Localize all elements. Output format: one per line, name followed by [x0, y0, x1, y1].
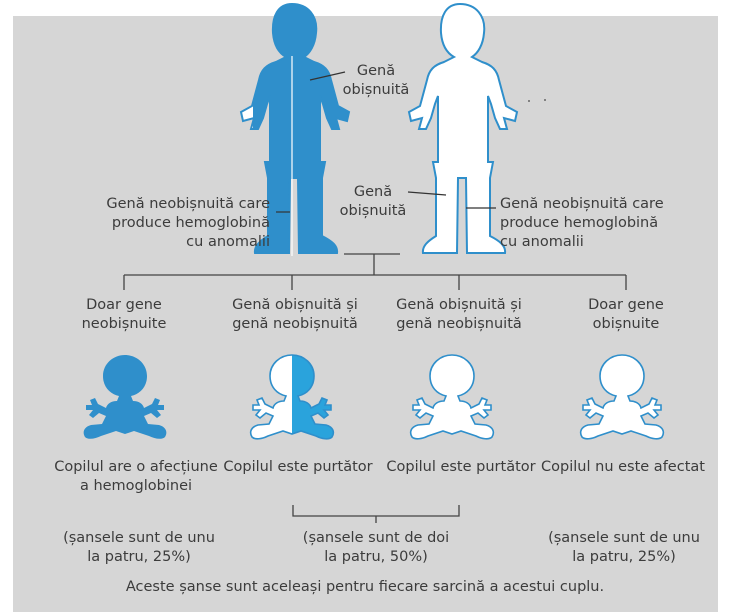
pointer-mother-normal [407, 191, 447, 196]
chance-unaffected-label: (șansele sunt de unu la patru, 25%) [548, 530, 700, 565]
chance-affected-label: (șansele sunt de unu la patru, 25%) [63, 530, 215, 565]
child-carrier-2-figure [409, 354, 495, 440]
father-normal-gene-label: Genă obișnuită [342, 63, 410, 98]
child-affected-genes-label: Doar gene neobișnuite [81, 297, 167, 332]
pointer-father-normal [309, 71, 346, 81]
child-unaffected-outcome-label: Copilul nu este afectat [541, 459, 705, 475]
family-tree-lines [123, 253, 627, 290]
mother-unusual-gene-label: Genă neobișnuită care produce hemoglobin… [500, 196, 664, 250]
child-carrier-1-genes-label: Genă obișnuită și genă neobișnuită [232, 297, 358, 332]
father-unusual-gene-label: Genă neobișnuită care produce hemoglobin… [106, 196, 270, 250]
footer-note: Aceste șanse sunt aceleași pentru fiecar… [125, 579, 605, 595]
child-unaffected-genes-label: Doar gene obișnuite [588, 297, 664, 332]
chance-carrier-label: (șansele sunt de doi la patru, 50%) [302, 530, 450, 565]
mother-normal-gene-label: Genă obișnuită [339, 184, 407, 219]
carrier-bracket [292, 505, 460, 523]
child-carrier-1-outcome-label: Copilul este purtător [223, 459, 373, 475]
child-affected-outcome-label: Copilul are o afecțiune a hemoglobinei [54, 459, 218, 494]
mother-figure [407, 3, 546, 254]
child-carrier-1-figure [249, 354, 335, 440]
child-carrier-2-genes-label: Genă obișnuită și genă neobișnuită [396, 297, 522, 332]
diagram-background [13, 16, 718, 612]
father-figure [240, 3, 350, 256]
child-unaffected-figure [579, 354, 665, 440]
child-affected-figure [83, 355, 167, 439]
child-carrier-2-outcome-label: Copilul este purtător [386, 459, 536, 475]
